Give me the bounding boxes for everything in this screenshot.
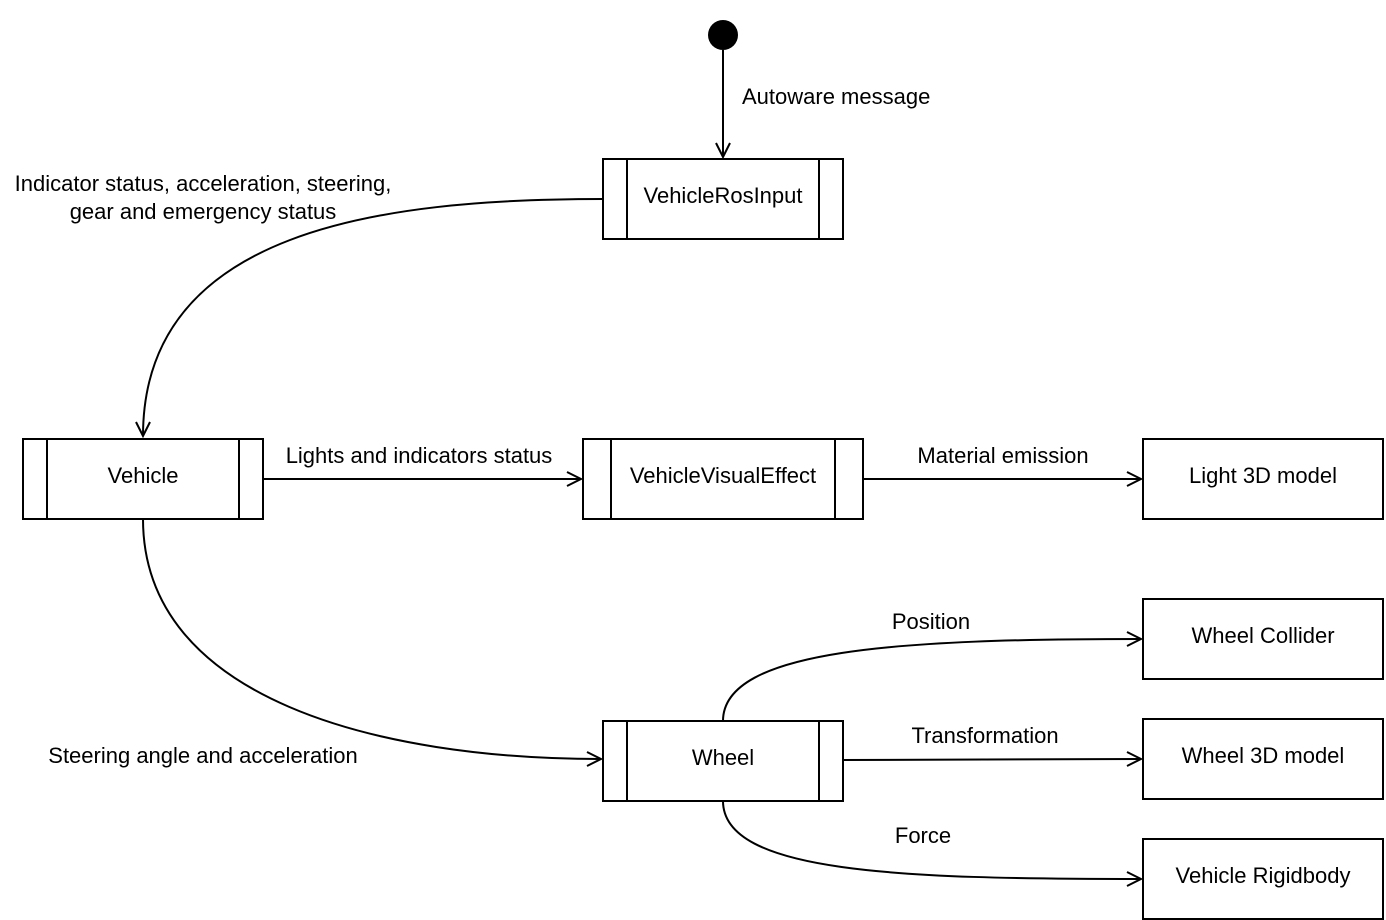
edge-wheel-to-3d-model: [842, 758, 1142, 761]
node-light-3d-model-label: Light 3D model: [1189, 463, 1337, 488]
edge-vehicle-to-wheel: [142, 518, 602, 760]
edge-label-ros-input-line1: Indicator status, acceleration, steering…: [15, 171, 392, 196]
node-light-3d-model: Light 3D model: [1142, 438, 1384, 520]
arrowhead-vehicle-rigidbody: [1126, 871, 1144, 887]
arrowhead-wheel-3d-model: [1126, 751, 1144, 767]
edge-label-lights-and-indicators: Lights and indicators status: [286, 443, 553, 468]
arrowhead-wheel-collider: [1126, 631, 1144, 647]
start-node: [708, 20, 738, 50]
edge-wheel-to-collider: [722, 638, 1142, 722]
node-wheel-3d-model: Wheel 3D model: [1142, 718, 1384, 800]
node-wheel-collider: Wheel Collider: [1142, 598, 1384, 680]
edge-ros-input-to-vehicle: [142, 198, 604, 437]
edge-label-transformation: Transformation: [911, 723, 1058, 748]
node-wheel: Wheel: [602, 720, 844, 802]
edge-label-material-emission: Material emission: [917, 443, 1088, 468]
node-wheel-collider-label: Wheel Collider: [1191, 623, 1334, 648]
edge-label-position: Position: [892, 609, 970, 634]
node-vehicle-ros-input: VehicleRosInput: [602, 158, 844, 240]
edge-label-ros-input-line2: gear and emergency status: [70, 199, 337, 224]
edge-label-autoware-message: Autoware message: [742, 84, 930, 109]
node-vehicle-label: Vehicle: [108, 463, 179, 488]
edge-wheel-to-rigidbody: [722, 800, 1142, 880]
node-wheel-3d-model-label: Wheel 3D model: [1182, 743, 1345, 768]
arrowhead-wheel: [586, 751, 604, 767]
arrowhead-vehicle-ros-input: [715, 142, 731, 160]
node-vehicle-rigidbody-label: Vehicle Rigidbody: [1176, 863, 1351, 888]
arrowhead-light-3d-model: [1126, 471, 1144, 487]
edge-label-steering-and-acceleration: Steering angle and acceleration: [48, 743, 357, 768]
node-vehicle-visual-effect-label: VehicleVisualEffect: [630, 463, 816, 488]
node-wheel-label: Wheel: [692, 745, 754, 770]
node-vehicle-ros-input-label: VehicleRosInput: [644, 183, 803, 208]
node-vehicle-visual-effect: VehicleVisualEffect: [582, 438, 864, 520]
arrowhead-vehicle: [135, 421, 151, 439]
arrowhead-visual-effect: [566, 471, 584, 487]
node-vehicle-rigidbody: Vehicle Rigidbody: [1142, 838, 1384, 920]
node-vehicle: Vehicle: [22, 438, 264, 520]
edge-label-force: Force: [895, 823, 951, 848]
